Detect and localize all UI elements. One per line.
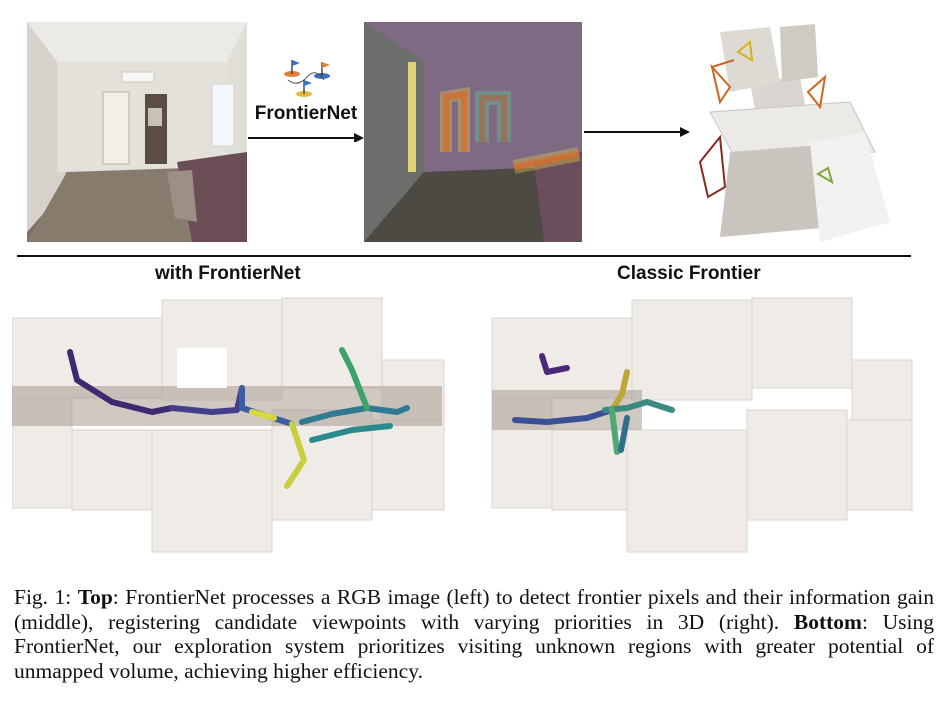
- floorplan-classic-frontier: [487, 290, 917, 558]
- caption-bottom-label: Bottom: [793, 609, 862, 634]
- panel-title-with-frontiernet: with FrontierNet: [155, 263, 301, 284]
- flag-icon: [284, 60, 300, 77]
- frontier-heatmap-image: [364, 22, 582, 242]
- flag-icon: [314, 62, 330, 79]
- network-label: FrontierNet: [254, 103, 358, 124]
- figure-caption: Fig. 1: Top: FrontierNet processes a RGB…: [14, 585, 934, 683]
- caption-fig-label: Fig. 1:: [14, 585, 72, 609]
- pointcloud-3d-view: [690, 22, 920, 250]
- section-divider: [17, 255, 911, 257]
- caption-top-text: : FrontierNet processes a RGB image (lef…: [14, 585, 935, 634]
- exploration-trajectory: [512, 353, 675, 455]
- viewpoint-frustum-icon: [698, 40, 834, 199]
- rgb-input-image: [27, 22, 247, 242]
- floorplan-with-frontiernet: [11, 290, 450, 558]
- panel-title-classic-frontier: Classic Frontier: [617, 263, 761, 284]
- flag-icon: [296, 80, 312, 97]
- caption-top-label: Top: [77, 585, 113, 609]
- frontiernet-logo: [248, 58, 364, 143]
- exploration-trajectory: [67, 347, 410, 489]
- arrow-icon: [584, 127, 690, 137]
- caption-bottom-text: : Using FrontierNet, our exploration sys…: [14, 609, 934, 683]
